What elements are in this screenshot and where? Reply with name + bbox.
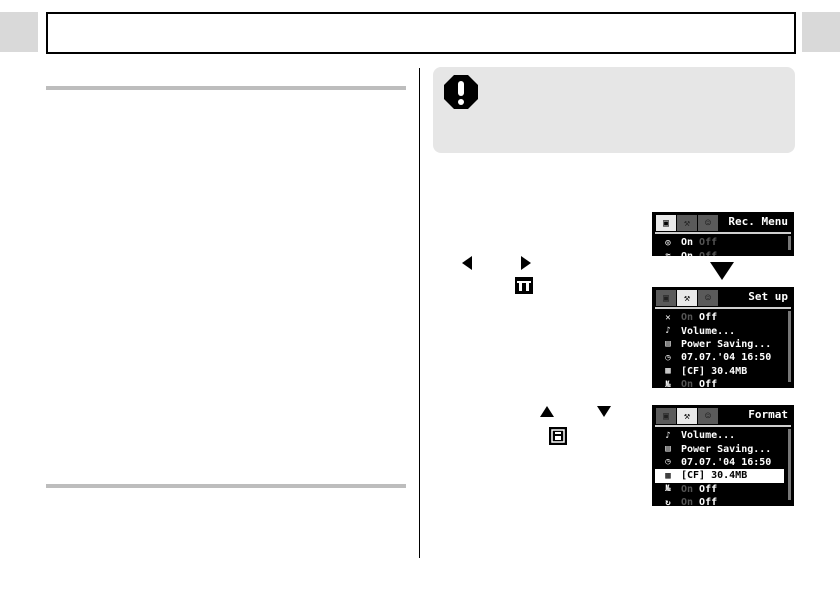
slow-sync-icon: ≈	[655, 251, 681, 256]
mycamera-icon: ☺	[698, 408, 718, 424]
screen-title: Set up	[748, 290, 788, 303]
caution-icon	[444, 75, 478, 109]
camera-icon: ▣	[656, 215, 676, 231]
menu-row: ♪ Volume...	[655, 324, 784, 337]
screen-divider	[655, 307, 791, 309]
menu-row: № On Off	[655, 378, 784, 388]
file-no-reset-icon: №	[665, 484, 671, 495]
auto-rotate-icon: ↻	[665, 497, 671, 506]
section-rule-bottom	[46, 484, 406, 488]
header-box	[46, 12, 796, 54]
menu-row: ◷ 07.07.'04 16:50	[655, 351, 784, 364]
menu-row-value: 07.07.'04 16:50	[681, 352, 772, 364]
menu-row: № On Off	[655, 483, 784, 496]
menu-row-value: Off	[699, 379, 718, 388]
menu-row: ≈On Off	[655, 249, 784, 256]
scrollbar	[788, 311, 791, 382]
screen-title: Format	[748, 408, 788, 421]
right-page-tab	[802, 12, 840, 52]
up-arrow-icon	[540, 406, 554, 417]
camera-icon: ▣	[656, 290, 676, 306]
caution-box	[433, 67, 795, 153]
screen-title: Rec. Menu	[728, 215, 788, 228]
right-arrow-icon	[521, 256, 531, 270]
format-icon: ▦	[665, 366, 671, 377]
menu-row: ◎ On Off	[655, 236, 784, 249]
menu-row-value: Volume...	[681, 325, 736, 337]
menu-row-value: Off	[699, 497, 718, 506]
menu-row-dim-value: On	[681, 312, 694, 324]
date-time-icon: ◷	[665, 457, 671, 468]
menu-row-value: Off	[699, 483, 718, 495]
menu-row-value: On	[681, 251, 693, 256]
setup-icon: ⚒	[677, 290, 697, 306]
menu-row-value: Volume...	[681, 430, 736, 442]
screen-format-menu: ▣⚒☺ Format ♪ Volume... ▤ Power Saving... ◷ 07.0…	[652, 405, 794, 506]
menu-row-alt-value: Off	[699, 237, 718, 249]
camera-icon: ▣	[656, 408, 676, 424]
menu-row-value: 07.07.'04 16:50	[681, 456, 772, 468]
date-time-icon: ◷	[665, 352, 671, 363]
menu-row-value: Power Saving...	[681, 443, 772, 455]
menu-row-dim-value: On	[681, 483, 694, 495]
menu-row-value: [CF] 30.4MB	[681, 365, 748, 377]
section-rule-top	[46, 86, 406, 90]
menu-row: ♪ Volume...	[655, 429, 784, 442]
menu-row-value: [CF] 30.4MB	[681, 470, 748, 482]
column-divider	[419, 68, 420, 558]
scrollbar	[788, 429, 791, 500]
scrollbar	[788, 236, 791, 250]
left-page-tab	[0, 12, 38, 52]
mycamera-icon: ☺	[698, 290, 718, 306]
arrow-down-icon	[710, 262, 734, 280]
down-arrow-icon	[597, 406, 611, 417]
setup-tab-icon	[515, 277, 533, 294]
menu-row: ▦ [CF] 30.4MB	[655, 469, 784, 483]
menu-row-value: Off	[699, 312, 718, 324]
screen-divider	[655, 425, 791, 427]
menu-row: ↻ On Off	[655, 496, 784, 506]
screen-divider	[655, 232, 791, 234]
volume-icon: ♪	[665, 326, 671, 337]
left-arrow-icon	[462, 256, 472, 270]
menu-row: ◷ 07.07.'04 16:50	[655, 456, 784, 469]
format-icon	[549, 427, 567, 445]
setup-icon: ⚒	[677, 408, 697, 424]
menu-row-dim-value: On	[681, 379, 694, 388]
power-saving-icon: ▤	[665, 444, 671, 455]
menu-row: ▤ Power Saving...	[655, 442, 784, 455]
red-eye-icon: ◎	[665, 237, 671, 248]
volume-icon: ♪	[665, 430, 671, 441]
file-no-reset-icon: №	[665, 379, 671, 388]
menu-row: ✕ On Off	[655, 311, 784, 324]
power-saving-icon: ▤	[665, 339, 671, 350]
mycamera-icon: ☺	[698, 215, 718, 231]
menu-row: ▤ Power Saving...	[655, 338, 784, 351]
menu-row: ▦ [CF] 30.4MB	[655, 365, 784, 378]
menu-row-dim-value: On	[681, 497, 694, 506]
setup-icon: ⚒	[677, 215, 697, 231]
menu-row-alt-value: Off	[699, 251, 717, 256]
menu-row-value: On	[681, 237, 694, 249]
format-icon: ▦	[665, 470, 671, 481]
mute-icon: ✕	[665, 312, 671, 323]
menu-row-value: Power Saving...	[681, 338, 772, 350]
